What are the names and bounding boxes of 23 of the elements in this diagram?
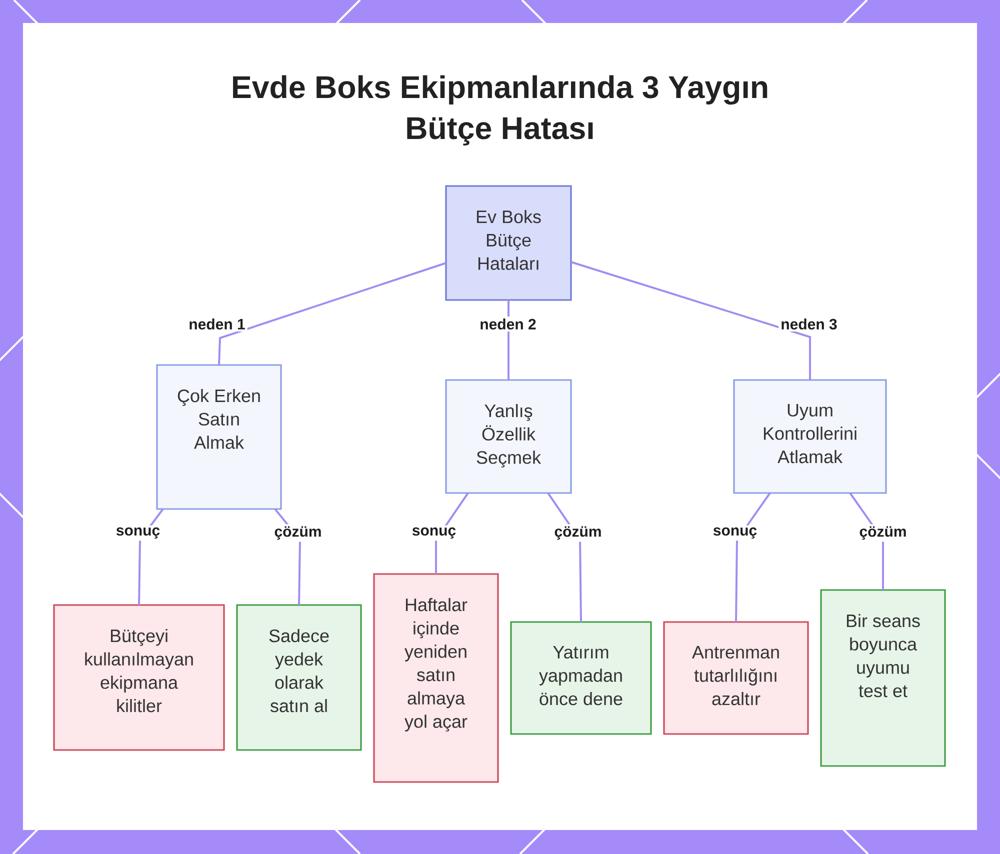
edge-label: sonuç	[710, 525, 760, 541]
edge-label: sonuç	[114, 525, 162, 541]
title: Evde Boks Ekipmanlarında 3 Yaygın Bütçe Hatası	[233, 75, 768, 146]
connector	[218, 262, 446, 366]
cause-box: Uyum Kontrollerini Atlamak	[733, 379, 887, 494]
solution-box: Bir seans boyunca uyumu test et	[820, 589, 946, 767]
edge-label: çözüm	[857, 524, 909, 542]
result-box: Antrenman tutarlılığını azaltır	[663, 621, 809, 735]
edge-label: neden 2	[478, 316, 538, 332]
result-box: Bütçeyi kullanılmayan ekipmana kilitler	[53, 604, 225, 751]
edge-label: sonuç	[410, 525, 458, 541]
edge-label: çözüm	[272, 524, 324, 542]
solution-box: Yatırım yapmadan önce dene	[510, 621, 652, 735]
edge-label: neden 3	[778, 316, 840, 332]
connector	[735, 492, 771, 622]
cause-box: Çok Erken Satın Almak	[156, 364, 282, 510]
solution-box: Sadece yedek olarak satın al	[236, 604, 362, 751]
root-box: Ev Boks Bütçe Hataları	[445, 185, 572, 301]
edge-label: çözüm	[552, 524, 604, 542]
cause-box: Yanlış Özellik Seçmek	[445, 379, 572, 494]
connector	[570, 261, 811, 380]
result-box: Haftalar içinde yeniden satın almaya yol açar	[373, 573, 499, 783]
edge-label: neden 1	[186, 316, 248, 332]
